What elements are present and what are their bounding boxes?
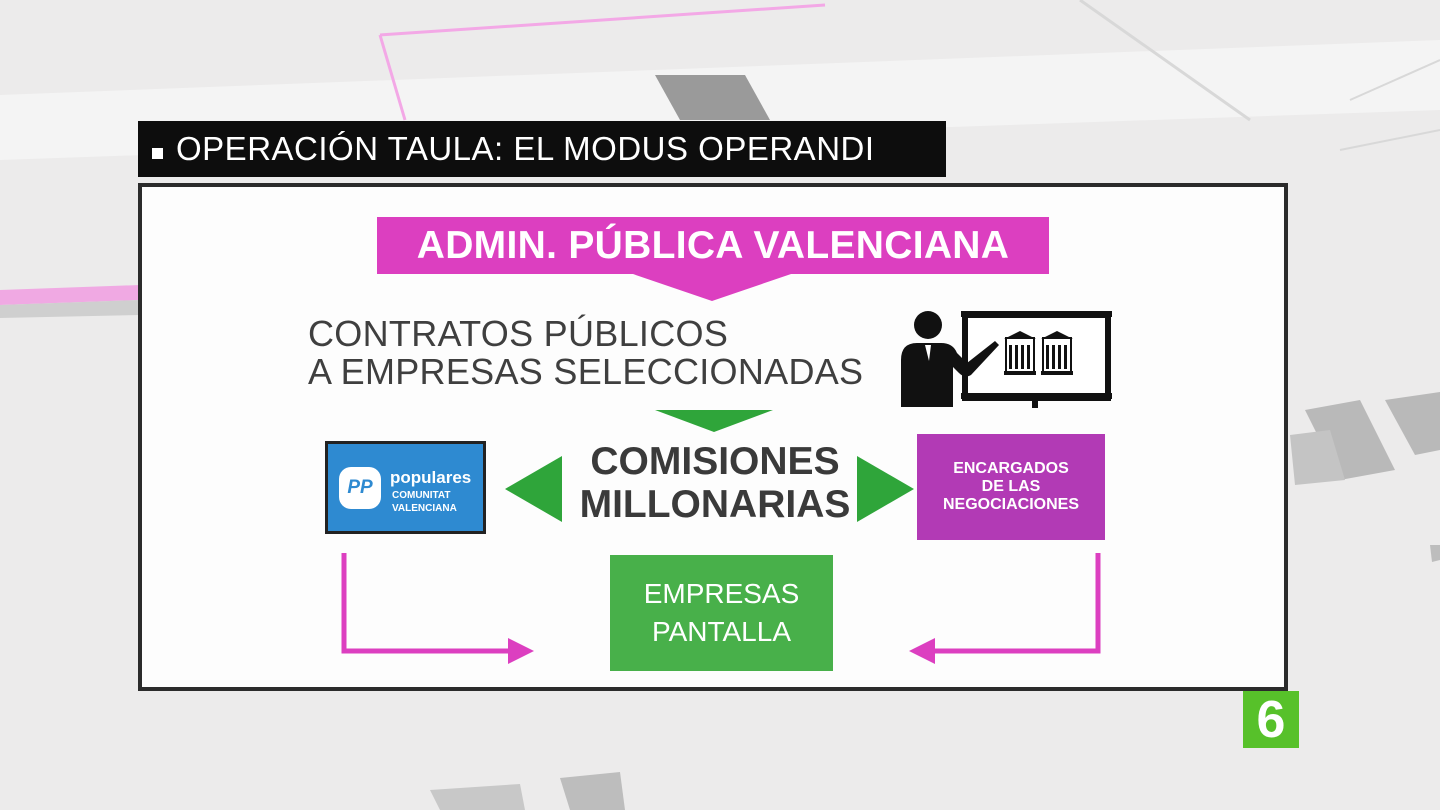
commissions-text: COMISIONES MILLONARIAS: [560, 440, 870, 526]
contracts-line-1: CONTRATOS PÚBLICOS: [308, 313, 729, 354]
commissions-line-1: COMISIONES: [590, 440, 840, 483]
presenter-icon: [901, 311, 1112, 408]
commissions-line-2: MILLONARIAS: [579, 483, 851, 526]
negotiators-line-3: NEGOCIACIONES: [942, 496, 1079, 513]
arrow-left-icon: [505, 456, 562, 522]
contracts-text: CONTRATOS PÚBLICOS A EMPRESAS SELECCIONA…: [308, 315, 898, 391]
page-title: OPERACIÓN TAULA: EL MODUS OPERANDI: [176, 130, 875, 167]
building-icon: [1041, 331, 1073, 375]
negotiators-box: ENCARGADOS DE LAS NEGOCIACIONES: [917, 434, 1105, 540]
negotiators-line-2: DE LAS: [981, 478, 1041, 495]
shell-companies-line-1: EMPRESAS: [643, 578, 800, 609]
bullet-icon: [152, 148, 163, 159]
party-mark: PP: [339, 467, 381, 509]
party-name: populares: [390, 468, 472, 487]
shell-companies-box: EMPRESAS PANTALLA: [610, 555, 833, 671]
contracts-line-2: A EMPRESAS SELECCIONADAS: [308, 351, 864, 392]
party-logo: PP populares COMUNITAT VALENCIANA: [325, 441, 486, 534]
building-icon: [1004, 331, 1036, 375]
admin-box: ADMIN. PÚBLICA VALENCIANA: [377, 217, 1049, 274]
party-sub-2: VALENCIANA: [392, 503, 457, 514]
party-sub-1: COMUNITAT: [392, 490, 451, 501]
arrow-down-icon: [655, 410, 773, 432]
admin-arrow-icon: [630, 273, 794, 301]
channel-logo: 6: [1243, 691, 1299, 748]
negotiators-line-1: ENCARGADOS: [953, 460, 1069, 477]
shell-companies-line-2: PANTALLA: [651, 616, 791, 647]
arrow-right-icon: [857, 456, 914, 522]
title-bar: OPERACIÓN TAULA: EL MODUS OPERANDI: [138, 121, 946, 177]
